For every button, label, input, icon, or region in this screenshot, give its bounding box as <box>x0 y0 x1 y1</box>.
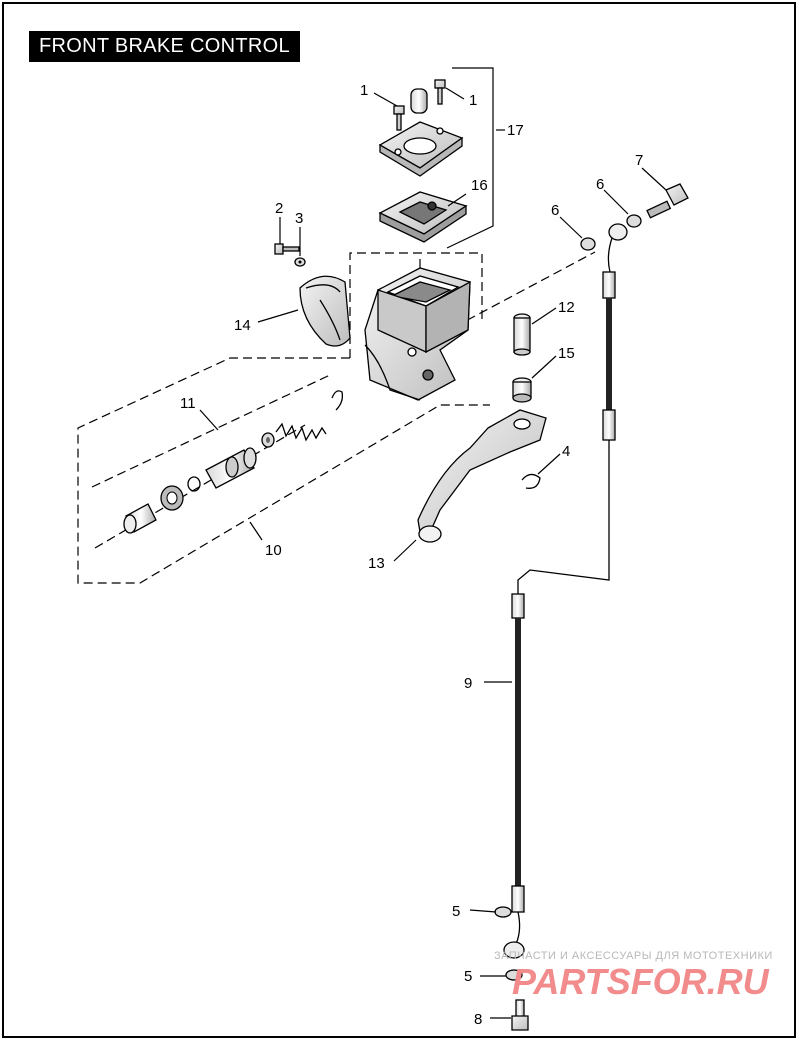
spring-seal <box>261 432 275 448</box>
clamp-screw <box>274 243 300 255</box>
pivot-bushing <box>512 377 532 403</box>
cover-screw-left <box>393 105 405 131</box>
circlip <box>331 390 344 411</box>
retaining-ring <box>521 473 541 489</box>
callout-12: 12 <box>558 299 575 316</box>
return-spring <box>275 422 327 442</box>
boot <box>123 503 157 534</box>
piston <box>205 447 257 489</box>
piston-cup <box>160 485 184 511</box>
callout-6-upper: 6 <box>596 176 604 193</box>
callout-17: 17 <box>507 122 524 139</box>
callout-1-left: 1 <box>360 82 368 99</box>
banjo-washer-left <box>580 237 596 251</box>
callout-16: 16 <box>471 177 488 194</box>
callout-7: 7 <box>635 152 643 169</box>
reservoir-diaphragm <box>378 191 468 243</box>
callout-9: 9 <box>464 675 472 692</box>
watermark: ЗАПЧАСТИ И АКСЕССУАРЫ ДЛЯ МОТОТЕХНИКИ PA… <box>494 950 773 1002</box>
callout-15: 15 <box>558 345 575 362</box>
banjo-washer-upper <box>626 214 642 228</box>
callout-10: 10 <box>265 542 282 559</box>
brake-line <box>503 223 628 959</box>
piston-oring <box>187 476 201 492</box>
watermark-logo: PARTSFOR.RU <box>512 961 770 1002</box>
callout-13: 13 <box>368 555 385 572</box>
diagram-title: FRONT BRAKE CONTROL <box>29 31 300 62</box>
callout-1-right: 1 <box>469 92 477 109</box>
callout-2: 2 <box>275 200 283 217</box>
caliper-washer-upper <box>494 906 512 918</box>
piston-kit-dashed-box <box>77 357 490 584</box>
callout-5-upper: 5 <box>452 903 460 920</box>
kit-11-top-line <box>91 374 331 488</box>
cover-screw-right <box>434 79 446 105</box>
bracket-17 <box>446 67 494 249</box>
caliper-banjo-bolt <box>511 999 529 1031</box>
callout-leader-lines <box>199 87 667 1019</box>
callout-11: 11 <box>180 395 196 412</box>
handlebar-clamp <box>299 275 351 347</box>
callout-4: 4 <box>562 443 570 460</box>
callout-8: 8 <box>474 1011 482 1028</box>
callout-6-left: 6 <box>551 202 559 219</box>
reservoir-cover <box>378 121 464 177</box>
callout-5-lower: 5 <box>464 968 472 985</box>
master-cylinder-housing <box>364 267 471 401</box>
watermark-tagline: ЗАПЧАСТИ И АКСЕССУАРЫ ДЛЯ МОТОТЕХНИКИ <box>494 950 773 962</box>
brake-lever <box>417 409 547 543</box>
callout-labels: 1 1 17 16 2 3 14 7 6 6 12 15 4 13 11 10 … <box>180 82 643 1028</box>
pivot-pin <box>513 313 531 356</box>
reservoir-dashed-box <box>349 252 483 358</box>
caliper-washer-lower <box>505 969 523 981</box>
clamp-washer <box>294 257 306 267</box>
vent-plug <box>410 88 428 114</box>
callout-3: 3 <box>295 210 303 227</box>
banjo-bolt <box>646 183 689 219</box>
callout-14: 14 <box>234 317 251 334</box>
